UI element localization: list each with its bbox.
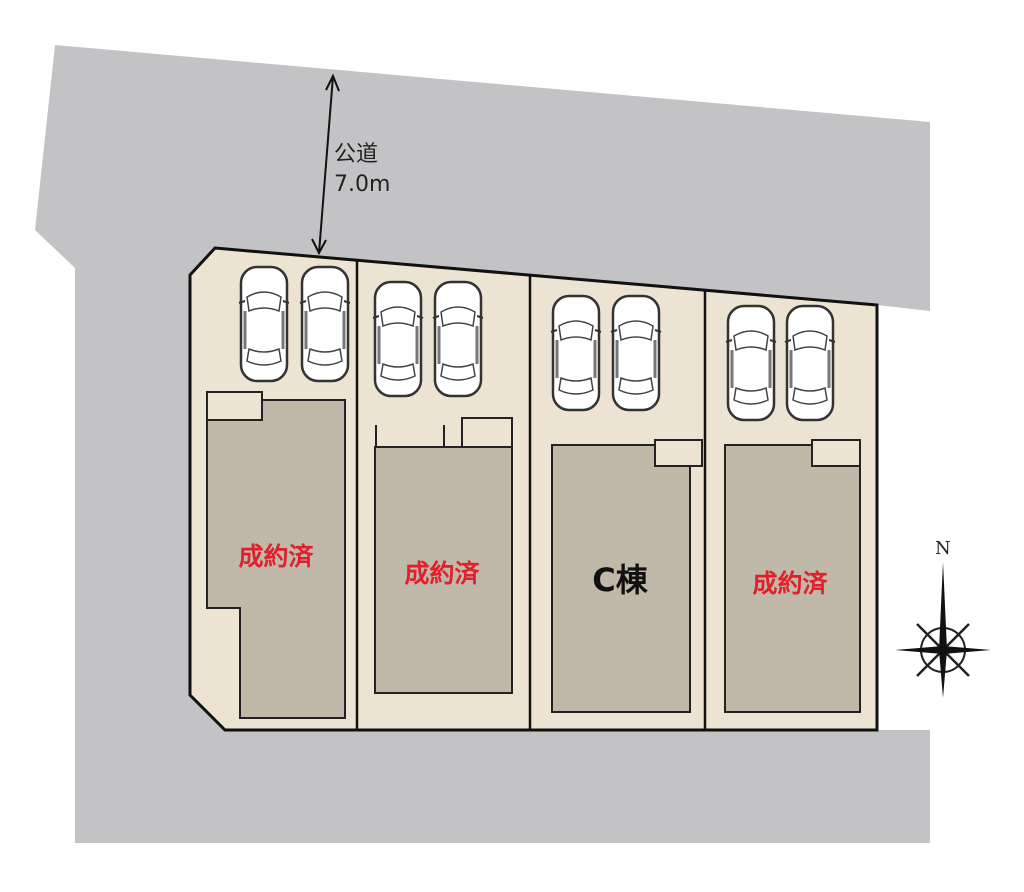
north-label: N xyxy=(935,538,951,559)
compass-icon xyxy=(895,562,991,698)
building-lot-2 xyxy=(374,446,513,694)
road-name: 公道 xyxy=(334,142,379,167)
lot-4-label[interactable]: 成約済 xyxy=(752,569,828,598)
building-lot-1 xyxy=(206,399,346,719)
road-label: 公道 7.0m xyxy=(334,140,390,200)
car-icon xyxy=(610,294,662,412)
road-width-arrow-icon xyxy=(311,73,340,256)
building-lot-4 xyxy=(724,444,861,713)
car-icon xyxy=(784,304,836,422)
road-width: 7.0m xyxy=(334,172,391,197)
car-icon xyxy=(372,280,424,398)
lot-dividers xyxy=(355,259,707,730)
car-icon xyxy=(432,280,484,398)
car-icon xyxy=(725,304,777,422)
car-icon xyxy=(238,265,290,383)
entry-lot-4 xyxy=(811,439,861,467)
buildings xyxy=(206,391,861,719)
side-gap xyxy=(877,305,930,730)
entry-lot-1 xyxy=(206,391,263,421)
lot-1-label[interactable]: 成約済 xyxy=(238,542,314,571)
entry-lot-2 xyxy=(461,417,513,448)
car-icon xyxy=(550,294,602,412)
building-lot-3 xyxy=(551,444,691,713)
lot-2-label[interactable]: 成約済 xyxy=(404,559,480,588)
entry-lot-3 xyxy=(654,439,703,467)
car-icon xyxy=(299,265,351,383)
lot-3-label[interactable]: C棟 xyxy=(592,561,648,599)
